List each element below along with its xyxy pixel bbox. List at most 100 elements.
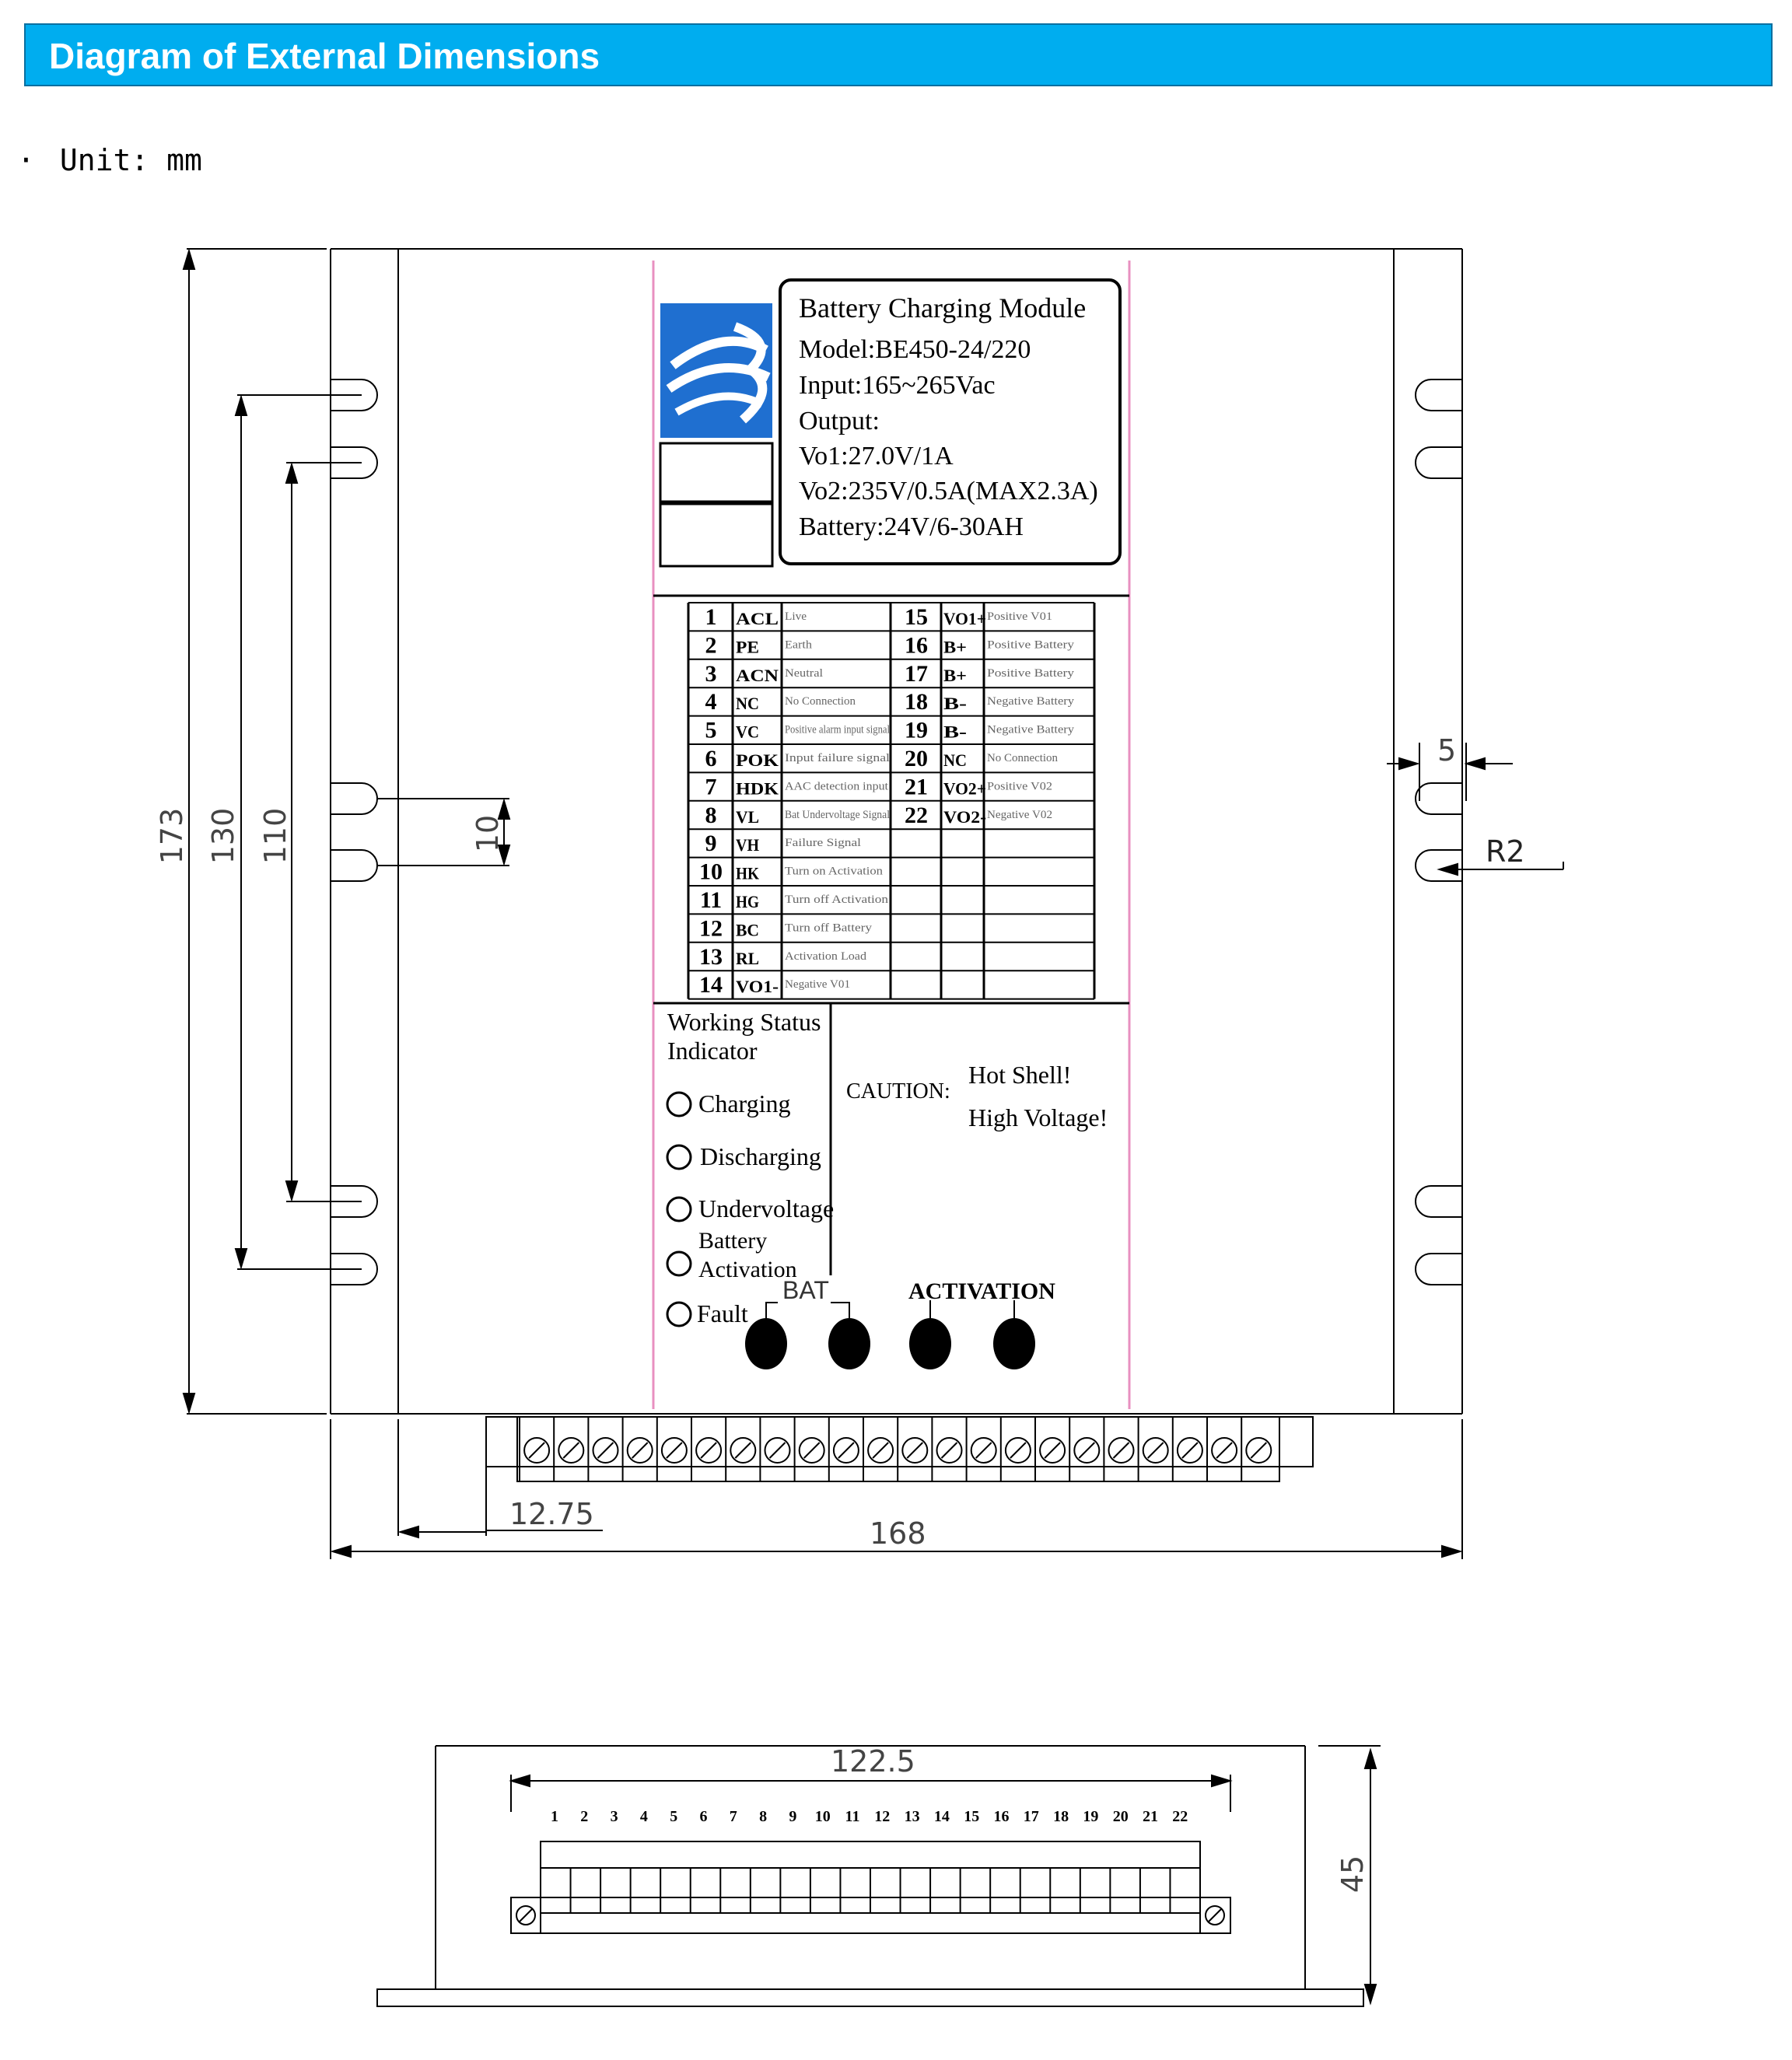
spec-input: Input:165~265Vac	[799, 371, 996, 400]
status-activation: Activation	[698, 1257, 797, 1282]
company-logo	[660, 303, 772, 438]
bat-button-1[interactable]	[745, 1318, 787, 1369]
side-screw-right-slot	[1207, 1908, 1223, 1923]
pin-number: 12	[699, 915, 723, 941]
side-screw-left-slot	[518, 1908, 534, 1923]
front-buttons: BAT ACTIVATION	[745, 1276, 1055, 1369]
pin-number: 16	[905, 632, 928, 658]
terminal-number: 17	[1024, 1808, 1039, 1825]
status-heading-2: Indicator	[667, 1037, 758, 1065]
terminal-number: 7	[730, 1808, 737, 1825]
pin-number: 1	[705, 604, 717, 630]
pin-number: 18	[905, 689, 928, 715]
terminal-number: 11	[845, 1808, 860, 1825]
spec-output: Output:	[799, 407, 880, 435]
terminal-screw-icon	[1142, 1437, 1169, 1464]
terminal-screw-slot	[700, 1442, 717, 1459]
terminal-number: 20	[1113, 1808, 1129, 1825]
pin-description: Failure Signal	[785, 837, 861, 849]
dim-110: 110	[258, 808, 292, 865]
terminal-screw-slot	[768, 1442, 786, 1459]
spec-title: Battery Charging Module	[799, 292, 1086, 324]
terminal-screw-slot	[1250, 1442, 1268, 1459]
pin-code: VO2-	[943, 807, 986, 827]
terminal-number: 3	[611, 1808, 618, 1825]
pin-description: No Connection	[987, 752, 1058, 764]
side-terminal-dividers	[569, 1868, 1171, 1913]
blank-box-2	[659, 502, 774, 568]
terminal-number: 16	[994, 1808, 1010, 1825]
pin-description: Negative Battery	[987, 724, 1075, 736]
terminal-screw-slot	[666, 1442, 683, 1459]
charging-led-icon	[666, 1091, 692, 1117]
activation-button-1[interactable]	[909, 1318, 951, 1369]
terminal-screw-icon	[1176, 1437, 1203, 1464]
terminal-screw-slot	[838, 1442, 855, 1459]
terminal-screw-icon	[558, 1437, 585, 1464]
terminal-screw-icon	[1108, 1437, 1135, 1464]
terminal-screw-slot	[734, 1442, 752, 1459]
terminal-number: 18	[1053, 1808, 1069, 1825]
terminal-screw-slot	[597, 1442, 614, 1459]
terminal-screw-slot	[1216, 1442, 1233, 1459]
terminal-screw-icon	[970, 1437, 997, 1464]
unit-note: ·Unit: mm	[17, 143, 202, 177]
fault-led-icon	[666, 1301, 692, 1327]
pin-code: RL	[736, 949, 759, 968]
pin-description: Earth	[785, 638, 813, 651]
terminal-number: 13	[905, 1808, 920, 1825]
top-view-outline	[330, 248, 1463, 1415]
pin-description: Turn off Battery	[785, 922, 873, 934]
bat-button-2[interactable]	[828, 1318, 870, 1369]
pin-code: B+	[943, 666, 967, 685]
pin-description: No Connection	[785, 695, 856, 708]
terminal-screw-slot	[906, 1442, 924, 1459]
pin-number: 14	[699, 972, 723, 998]
dim-130: 130	[206, 808, 240, 865]
mounting-slots-right	[1415, 379, 1462, 1285]
blank-box-1	[659, 442, 774, 503]
terminal-screw-slot	[975, 1442, 992, 1459]
pin-code: B-	[943, 722, 967, 742]
pin-code: HG	[736, 892, 759, 911]
terminal-number: 4	[640, 1808, 648, 1825]
pin-code: VL	[736, 807, 759, 827]
terminal-screw-icon	[592, 1437, 619, 1464]
terminal-number: 9	[789, 1808, 796, 1825]
status-battery: Battery	[698, 1228, 767, 1254]
terminal-screw-slot	[528, 1442, 545, 1459]
terminal-screw-icon	[832, 1437, 859, 1464]
terminal-number: 21	[1143, 1808, 1158, 1825]
activation-button-2[interactable]	[993, 1318, 1035, 1369]
terminal-screw-icon	[867, 1437, 894, 1464]
pin-number: 8	[705, 803, 717, 828]
terminal-screw-slot	[1010, 1442, 1027, 1459]
pin-number: 13	[699, 944, 723, 970]
status-discharging: Discharging	[700, 1142, 821, 1170]
terminal-screw-icon	[1004, 1437, 1031, 1464]
pin-code: VC	[736, 722, 759, 742]
side-view-outline	[376, 1745, 1381, 2007]
pin-code: VO2+	[943, 778, 986, 798]
terminal-screw-icon	[936, 1437, 963, 1464]
discharging-led-icon	[666, 1144, 692, 1170]
section-header-bar: Diagram of External Dimensions	[24, 23, 1773, 86]
status-charging: Charging	[698, 1089, 791, 1117]
terminal-number: 1	[551, 1808, 558, 1825]
terminal-screw-icon	[695, 1437, 723, 1464]
dim-12-75: 12.75	[509, 1497, 594, 1531]
pin-code: ACN	[736, 666, 779, 685]
caution-voltage: High Voltage!	[968, 1103, 1108, 1131]
pin-description: Input failure signal	[785, 752, 890, 764]
pin-description: Negative Battery	[987, 695, 1075, 708]
pin-code: VO1+	[943, 609, 986, 628]
dim-5: 5	[1437, 733, 1456, 768]
status-indicator-panel: Working Status Indicator Charging Discha…	[666, 1003, 834, 1327]
pin-code: HDK	[736, 778, 779, 798]
terminal-screw-icon	[1039, 1437, 1066, 1464]
terminal-screw-icon	[901, 1437, 929, 1464]
unit-text: Unit: mm	[59, 143, 202, 177]
spec-vo1: Vo1:27.0V/1A	[799, 442, 954, 470]
terminal-screw-slot	[631, 1442, 649, 1459]
